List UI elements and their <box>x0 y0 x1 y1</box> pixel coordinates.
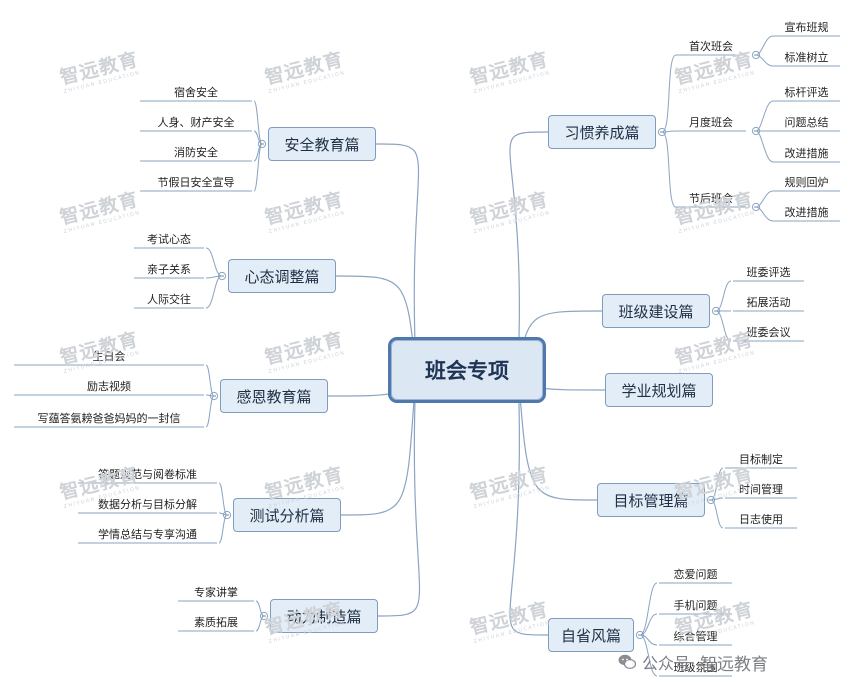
root-connector <box>509 369 549 636</box>
root-connector <box>377 369 421 617</box>
root-connector <box>517 369 598 501</box>
branch-academic-planning[interactable]: 学业规划篇 <box>605 373 713 407</box>
leaf-connector <box>715 310 732 342</box>
leaf-topic[interactable]: 学情总结与专享沟通 <box>98 528 197 541</box>
branch-safety-education[interactable]: 安全教育篇 <box>268 127 376 161</box>
branch-goal-management[interactable]: 目标管理篇 <box>597 483 705 517</box>
leaf-topic[interactable]: 标准树立 <box>784 51 829 64</box>
leaf-topic[interactable]: 人身、财产安全 <box>157 116 235 129</box>
leaf-connector <box>755 54 774 67</box>
leaf-connector <box>253 130 263 145</box>
leaf-topic[interactable]: 班级氛围 <box>673 661 718 674</box>
leaf-connector <box>205 275 223 309</box>
leaf-topic[interactable]: 宣布班规 <box>784 21 829 34</box>
leaf-topic[interactable]: 答题规范与阅卷标准 <box>98 468 197 481</box>
leaf-connector <box>205 247 223 277</box>
leaf-topic[interactable]: 数据分析与目标分解 <box>98 498 197 511</box>
branch-mindset-adjustment[interactable]: 心态调整篇 <box>228 259 336 293</box>
leaf-connector <box>218 514 228 544</box>
group-connector <box>661 131 677 208</box>
root-connector <box>375 143 420 371</box>
leaf-topic[interactable]: 综合管理 <box>673 630 718 643</box>
branch-gratitude-education[interactable]: 感恩教育篇 <box>220 379 328 413</box>
footer-brand: 智远教育 <box>700 654 769 675</box>
leaf-topic[interactable]: 改进措施 <box>784 206 829 219</box>
leaf-topic[interactable]: 班委评选 <box>746 266 791 279</box>
footer-channel: 公众号 <box>642 654 691 673</box>
root-connector <box>509 131 549 371</box>
leaf-connector <box>755 35 774 56</box>
leaf-topic[interactable]: 时间管理 <box>739 483 783 496</box>
leaf-topic[interactable]: 目标制定 <box>739 453 783 466</box>
leaf-topic[interactable]: 恋爱问题 <box>673 568 718 581</box>
leaf-topic[interactable]: 人际交往 <box>147 293 191 306</box>
leaf-connector <box>639 582 658 636</box>
leaf-topic[interactable]: 写蕴答氨耪爸爸妈妈的一封信 <box>37 412 181 425</box>
leaf-connector <box>755 100 774 132</box>
leaf-connector <box>639 634 658 677</box>
group-topic[interactable]: 首次班会 <box>689 40 733 53</box>
leaf-topic[interactable]: 问题总结 <box>784 116 829 129</box>
leaf-connector <box>218 512 228 516</box>
leaf-topic[interactable]: 规则回炉 <box>784 176 829 189</box>
leaf-connector <box>205 394 215 397</box>
branch-habit-formation[interactable]: 习惯养成篇 <box>548 115 656 149</box>
leaf-topic[interactable]: 班委会议 <box>746 326 791 339</box>
leaf-topic[interactable]: 日志使用 <box>739 513 783 526</box>
leaf-topic[interactable]: 素质拓展 <box>194 616 238 629</box>
group-topic[interactable]: 节后班会 <box>689 192 733 205</box>
leaf-topic[interactable]: 励志视频 <box>87 380 131 393</box>
leaf-connector <box>710 467 724 501</box>
footer-credit: 公众号 智远教育 <box>618 651 769 675</box>
branch-test-analysis[interactable]: 测试分析篇 <box>233 498 341 532</box>
leaf-connector <box>205 395 215 428</box>
leaf-topic[interactable]: 改进措施 <box>784 147 829 160</box>
group-connector <box>661 130 677 133</box>
branch-self-reflection[interactable]: 自省风篇 <box>548 618 634 652</box>
group-connector <box>661 54 677 133</box>
branch-class-building[interactable]: 班级建设篇 <box>602 294 710 328</box>
leaf-connector <box>253 143 263 192</box>
leaf-topic[interactable]: 标杆评选 <box>784 86 829 99</box>
leaf-topic[interactable]: 亲子关系 <box>147 263 191 276</box>
leaf-connector <box>755 206 774 222</box>
leaf-topic[interactable]: 手机问题 <box>673 599 718 612</box>
leaf-topic[interactable]: 考试心态 <box>147 233 191 246</box>
leaf-connector <box>710 499 724 529</box>
leaf-connector <box>755 190 774 208</box>
leaf-topic[interactable]: 生日会 <box>92 350 126 363</box>
leaf-connector <box>205 364 215 397</box>
leaf-topic[interactable]: 消防安全 <box>174 146 218 159</box>
branch-motivation[interactable]: 动力制造篇 <box>270 599 378 633</box>
leaf-connector <box>253 100 263 145</box>
leaf-connector <box>755 130 774 163</box>
wechat-icon <box>618 654 637 670</box>
leaf-connector <box>639 613 658 636</box>
leaf-connector <box>255 615 265 632</box>
leaf-topic[interactable]: 拓展活动 <box>746 296 791 309</box>
group-topic[interactable]: 月度班会 <box>689 116 733 129</box>
leaf-topic[interactable]: 专家讲掌 <box>194 586 238 599</box>
leaf-connector <box>218 482 228 516</box>
leaf-connector <box>715 280 732 312</box>
root-connector <box>340 369 417 516</box>
leaf-topic[interactable]: 宿舍安全 <box>174 86 218 99</box>
leaf-topic[interactable]: 节假日安全宣导 <box>157 176 235 189</box>
root-node[interactable]: 班会专项 <box>388 337 546 403</box>
leaf-connector <box>255 600 265 617</box>
